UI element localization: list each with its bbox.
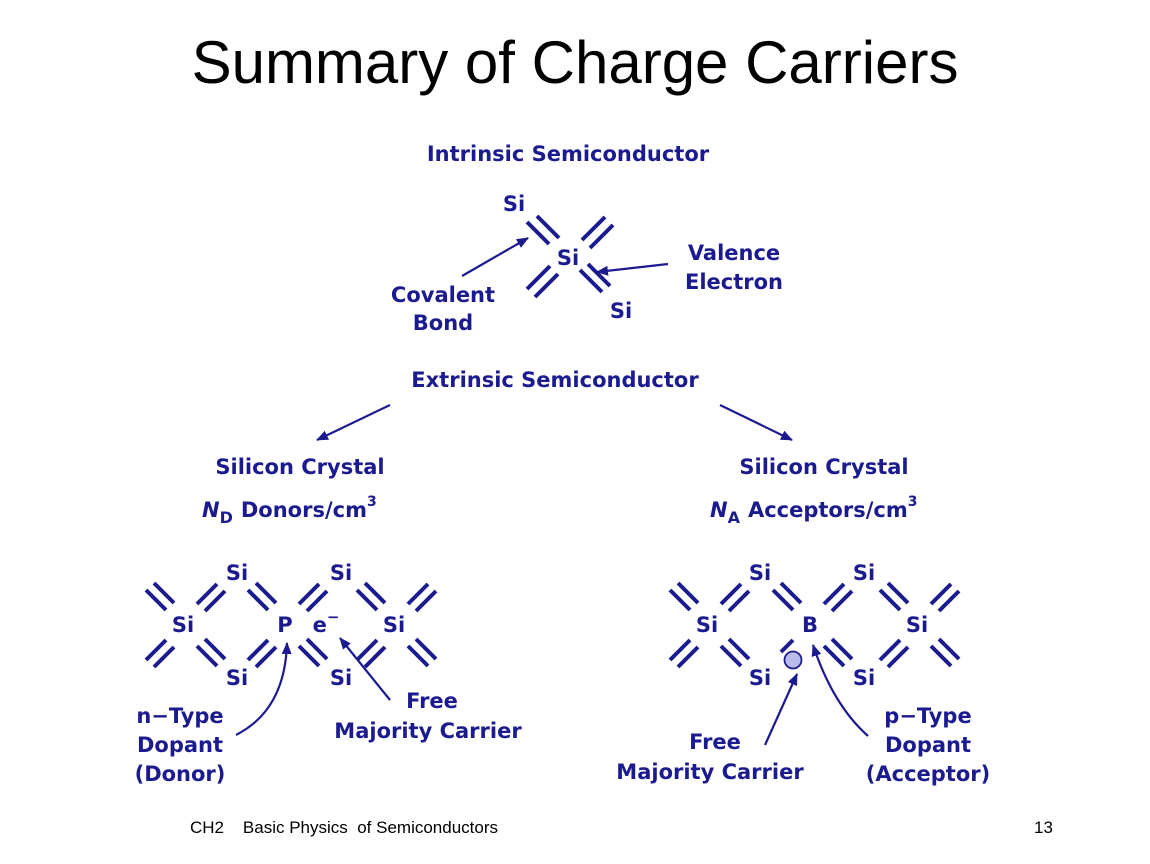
n-type-dopant-label-line1: n−Type: [136, 704, 223, 728]
n-type-lattice: Si Si Si P e− Si Si Si: [144, 561, 438, 690]
p-type-carrier-label-line1: Free: [689, 730, 741, 754]
p-type-crystal-label: Silicon Crystal: [739, 455, 908, 479]
n-type-dopant-label-line3: (Donor): [135, 762, 226, 786]
n-type-concentration: ND Donors/cm3: [202, 494, 377, 527]
n-type-carrier-arrow: [339, 637, 391, 701]
n-type-dopant-label-line2: Dopant: [137, 733, 223, 757]
p-type-carrier-label-line2: Majority Carrier: [616, 760, 804, 784]
footer-course: CH2 Basic Physics of Semiconductors: [190, 818, 499, 837]
covalent-bond-label-line1: Covalent: [391, 283, 495, 307]
p-type-dopant-label-line3: (Acceptor): [866, 762, 990, 786]
si-atom-top: Si: [503, 192, 525, 216]
bond: [406, 582, 438, 613]
n-type-units: Donors/cm: [241, 498, 367, 522]
n-type-carrier-label-line2: Majority Carrier: [334, 719, 522, 743]
bond-upper-right: [580, 215, 615, 250]
si-atom: Si: [172, 613, 194, 637]
si-atom: Si: [226, 561, 248, 585]
hole-circle: [783, 650, 803, 670]
p-type-symbol: N: [710, 498, 728, 522]
covalent-bond-label-line2: Bond: [413, 311, 473, 335]
p-type-concentration: NA Acceptors/cm3: [710, 494, 917, 527]
si-atom: Si: [226, 666, 248, 690]
si-atom: Si: [330, 666, 352, 690]
si-atom: Si: [330, 561, 352, 585]
valence-electron-label-line2: Electron: [685, 270, 783, 294]
dopant-atom-b: B: [802, 613, 818, 637]
p-type-bonds: [668, 581, 961, 669]
bond: [822, 637, 854, 668]
bond: [355, 581, 387, 612]
p-type-carrier-arrow: [763, 673, 799, 746]
bond: [822, 582, 854, 613]
si-atom: Si: [906, 613, 928, 637]
intrinsic-heading: Intrinsic Semiconductor: [427, 142, 710, 166]
p-type-exponent: 3: [908, 494, 918, 510]
p-type-lattice: Si Si Si B Si Si Si: [668, 561, 961, 690]
n-type-carrier-label-line1: Free: [406, 689, 458, 713]
extrinsic-heading: Extrinsic Semiconductor: [411, 368, 699, 392]
bond-lower-right: [578, 262, 612, 294]
bond-lower-left: [525, 264, 560, 299]
bond: [929, 582, 961, 613]
intrinsic-bonds: [525, 214, 615, 299]
electron-charge: −: [327, 608, 340, 626]
p-type-dopant-label-line2: Dopant: [885, 733, 971, 757]
bond: [878, 581, 910, 612]
si-atom: Si: [853, 561, 875, 585]
bond: [246, 581, 278, 612]
p-type-subscript: A: [728, 508, 741, 527]
electron-symbol: e: [313, 613, 327, 637]
bond: [144, 638, 176, 669]
n-type-bonds: [144, 581, 438, 669]
extrinsic-arrow-right: [719, 404, 793, 441]
page-number: 13: [1034, 818, 1053, 837]
n-type-dopant-arrow: [235, 642, 292, 736]
free-electron: e−: [313, 608, 340, 637]
si-atom: Si: [383, 613, 405, 637]
bond: [246, 638, 278, 669]
bond: [771, 581, 803, 612]
bond: [719, 637, 751, 668]
dopant-atom-p: P: [277, 613, 292, 637]
si-atom: Si: [853, 666, 875, 690]
si-atom-center: Si: [557, 246, 579, 270]
bond: [406, 637, 438, 668]
bond: [355, 638, 387, 669]
slide-title: Summary of Charge Carriers: [191, 29, 959, 96]
bond: [878, 638, 910, 669]
bond: [779, 638, 795, 654]
n-type-crystal-label: Silicon Crystal: [215, 455, 384, 479]
n-type-exponent: 3: [367, 494, 377, 510]
si-atom: Si: [696, 613, 718, 637]
bond: [144, 581, 176, 612]
valence-electron-label-line1: Valence: [688, 241, 780, 265]
bond: [297, 582, 329, 613]
p-type-dopant-label-line1: p−Type: [884, 704, 971, 728]
p-type-dopant-arrow: [811, 644, 869, 737]
bond: [195, 582, 227, 613]
bond: [668, 638, 700, 669]
covalent-bond-arrow: [461, 237, 529, 277]
n-type-subscript: D: [220, 508, 233, 527]
valence-electron-arrow: [596, 262, 669, 276]
p-type-units: Acceptors/cm: [748, 498, 908, 522]
bond: [195, 637, 227, 668]
si-atom: Si: [749, 561, 771, 585]
n-type-symbol: N: [202, 498, 220, 522]
bond: [297, 637, 329, 668]
extrinsic-arrow-left: [316, 404, 391, 441]
bond-upper-left: [525, 214, 561, 246]
si-atom-bottom: Si: [610, 299, 632, 323]
bond: [668, 581, 700, 612]
bond: [719, 582, 751, 613]
bond: [929, 637, 961, 668]
si-atom: Si: [749, 666, 771, 690]
